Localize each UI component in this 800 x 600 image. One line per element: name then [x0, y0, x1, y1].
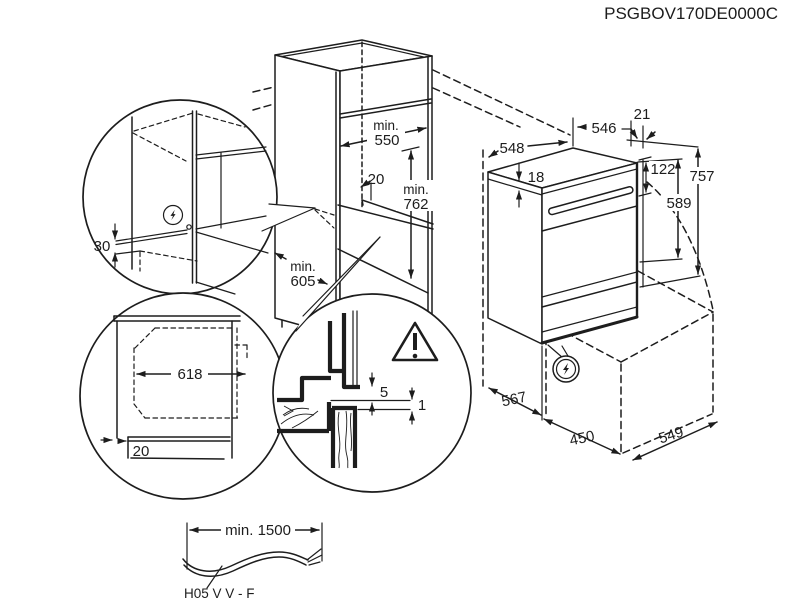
dim-base-width: 549 [632, 421, 718, 461]
dim-front-depth: 567 [500, 389, 528, 411]
dim-front-gap: 5 [368, 372, 388, 416]
dim-bottom-clearance: min. 605 [274, 252, 328, 290]
socket-offset-value: 30 [94, 238, 111, 255]
dim-socket-offset: 30 [94, 223, 119, 268]
top-setback-value: 20 [368, 171, 385, 188]
dim-panel-gap: 1 [408, 387, 426, 425]
plinth-recess-value: 20 [133, 443, 150, 460]
front-gap-value: 5 [380, 384, 388, 401]
bottom-clearance-min-label: min. [290, 259, 316, 274]
dim-top-panel: 18 [515, 162, 545, 208]
dim-top-setback: 20 [360, 171, 385, 188]
dim-width-top: 548 [488, 139, 568, 158]
cable-wire-ends [306, 548, 323, 566]
dim-recess-depth: 618 [136, 365, 246, 383]
oven-socket-callout [547, 344, 580, 383]
cable-spec-label: H05 V V - F [184, 586, 255, 600]
wood-grain-right [337, 410, 353, 469]
dim-body-height: 589 [662, 159, 696, 258]
niche-depth-value: 550 [374, 132, 399, 149]
wood-grain-left [280, 405, 319, 429]
niche-height-min-label: min. [403, 182, 429, 197]
dim-front-offset: 21 [634, 106, 656, 140]
cable-drawing: min. 1500 H05 V V - F [182, 521, 323, 600]
base-width-value: 549 [657, 424, 686, 448]
oven-drawing: 546 21 548 18 122 589 757 [487, 106, 719, 461]
detail-circle-socket: 30 [82, 99, 335, 295]
dim-niche-depth: min. 550 [340, 116, 427, 149]
oven-door-handle [547, 186, 634, 216]
dim-cable-length: min. 1500 [189, 521, 320, 539]
control-panel-height-value: 122 [650, 161, 675, 178]
base-depth-value: 450 [568, 428, 596, 450]
dim-plinth-recess: 20 [100, 436, 150, 460]
dim-control-panel-height: 122 [642, 161, 677, 193]
dim-niche-height: min. 762 [396, 146, 437, 279]
cable-length-value: min. 1500 [225, 522, 291, 539]
dim-total-height: 757 [684, 148, 719, 275]
recess-depth-value: 618 [177, 366, 202, 383]
total-height-value: 757 [689, 168, 714, 185]
warning-triangle-icon [391, 321, 439, 362]
width-top-value: 548 [499, 140, 524, 157]
detail-circle-side: 618 20 [79, 292, 287, 500]
front-offset-value: 21 [634, 106, 651, 123]
model-code-title: PSGBOV170DE0000C [604, 4, 778, 23]
depth-top-value: 546 [591, 120, 616, 137]
panel-gap-value: 1 [418, 397, 426, 414]
top-panel-value: 18 [528, 169, 545, 186]
niche-height-value: 762 [403, 196, 428, 213]
detail-circle-mounting: 5 1 [272, 236, 472, 493]
bottom-clearance-value: 605 [290, 273, 315, 290]
niche-depth-min-label: min. [373, 118, 399, 133]
body-height-value: 589 [666, 195, 691, 212]
dim-depth-top: 546 [577, 120, 638, 139]
dim-base-depth: 450 [543, 418, 621, 455]
